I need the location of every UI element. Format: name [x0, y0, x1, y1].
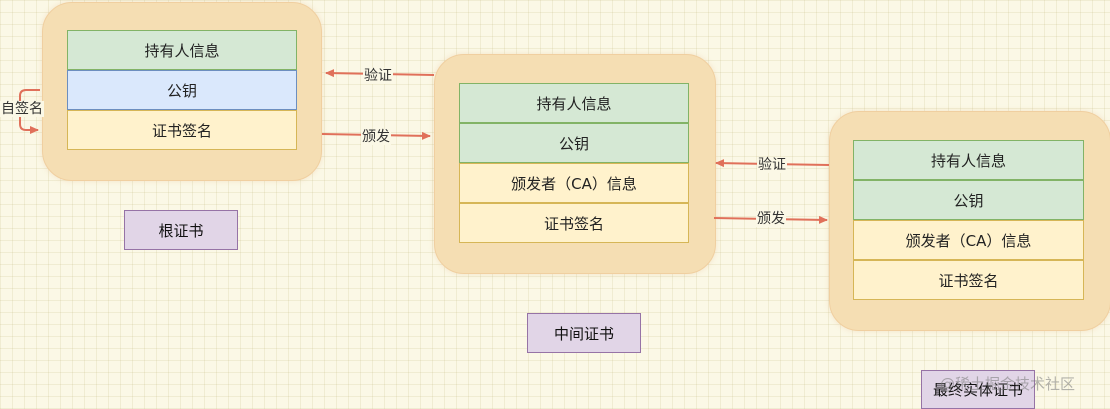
intermediate-issuer-info-field: 颁发者（CA）信息 [459, 163, 689, 203]
self-sign-label: 自签名 [0, 101, 44, 117]
root-signature-field: 证书签名 [67, 110, 297, 150]
end-signature-field: 证书签名 [853, 260, 1084, 300]
verify-label-1: 验证 [363, 68, 393, 84]
intermediate-signature-field: 证书签名 [459, 203, 689, 243]
end-holder-info-field: 持有人信息 [853, 140, 1084, 180]
verify-label-2: 验证 [757, 157, 787, 173]
intermediate-public-key-field: 公钥 [459, 123, 689, 163]
root-cert-label: 根证书 [124, 210, 238, 250]
end-cert-label: 最终实体证书 [921, 370, 1035, 409]
intermediate-holder-info-field: 持有人信息 [459, 83, 689, 123]
issue-label-1: 颁发 [361, 129, 391, 145]
end-issuer-info-field: 颁发者（CA）信息 [853, 220, 1084, 260]
root-public-key-field: 公钥 [67, 70, 297, 110]
intermediate-cert-label: 中间证书 [527, 313, 641, 353]
root-holder-info-field: 持有人信息 [67, 30, 297, 70]
watermark-text: @稀土掘金技术社区 [940, 375, 1076, 393]
end-public-key-field: 公钥 [853, 180, 1084, 220]
issue-label-2: 颁发 [756, 211, 786, 227]
